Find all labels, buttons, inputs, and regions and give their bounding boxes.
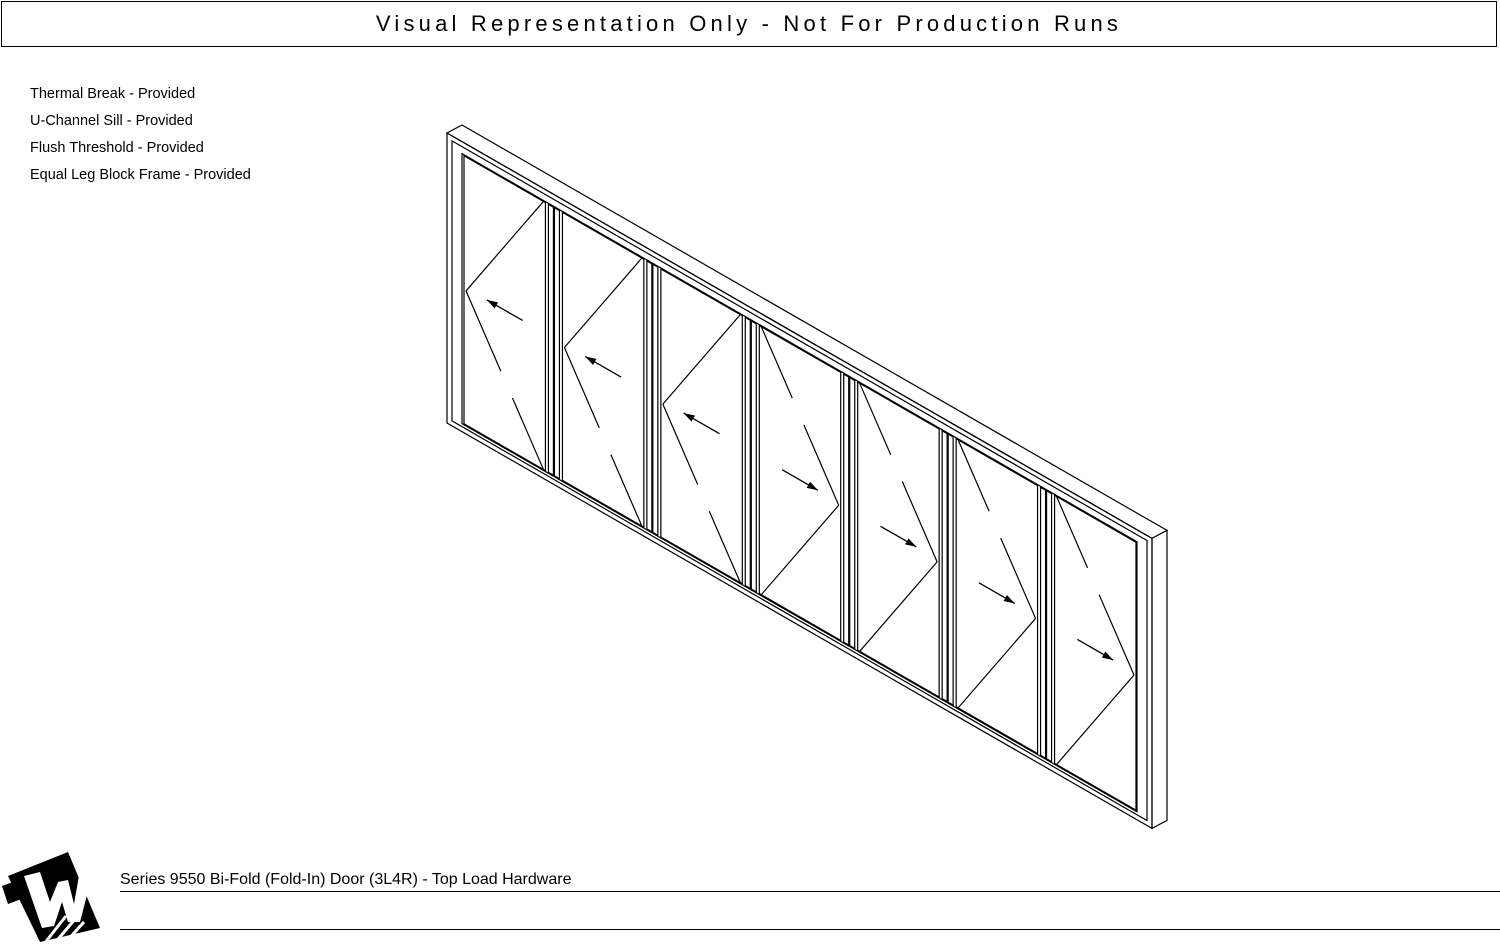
panel-4-hinge-line-a [803, 424, 840, 506]
note-block-frame: Equal Leg Block Frame - Provided [30, 167, 251, 183]
mullion-4-stile-a [843, 373, 850, 647]
panel-2-swing-line [563, 257, 643, 348]
panel-1-hinge-line-a [465, 290, 502, 372]
panel-4-fold-arrow-icon [806, 481, 818, 491]
panel-6-hinge-line-b [957, 439, 990, 512]
panel-3-swing-line [662, 314, 741, 405]
panel-2-fold-arrow-icon [585, 356, 597, 365]
mullion-2-stile-a [646, 259, 653, 533]
panel-3-glass [660, 267, 743, 585]
panel-5-hinge-line-b [859, 383, 892, 455]
panel-2-hinge-line-b [610, 454, 643, 527]
note-thermal-break: Thermal Break - Provided [30, 86, 196, 102]
frame-opening [461, 152, 1138, 813]
company-logo [2, 852, 100, 946]
panel-6-swing-line [957, 618, 1037, 709]
mullion-3-stile-b [750, 319, 757, 593]
panel-1-fold-arrow-icon [486, 299, 499, 309]
frame-right-face [1151, 529, 1168, 830]
note-u-channel-sill: U-Channel Sill - Provided [30, 113, 193, 129]
mullion-2-stile-b [652, 263, 659, 537]
panel-5-glass [857, 381, 940, 699]
panel-3-fold-arrow-icon [683, 413, 695, 422]
panel-1-glass [463, 154, 547, 472]
panel-4-glass [758, 324, 842, 642]
frame-outer-edge [446, 131, 1153, 830]
mullion-5-stile-a [941, 429, 948, 703]
mullion-4-stile-b [849, 376, 856, 650]
mullion-1-stile-b [553, 206, 561, 480]
frame-inner-edge [451, 139, 1148, 822]
panel-4-swing-line [760, 504, 840, 596]
panel-7-hinge-line-a [1098, 594, 1135, 676]
panel-5-hinge-line-a [901, 481, 938, 563]
mullion-5-stile-b [947, 433, 954, 707]
panel-2-hinge-line-a [563, 347, 600, 429]
footer-rule [120, 929, 1500, 930]
panel-1-hinge-line-b [511, 397, 544, 470]
panel-3-hinge-line-a [662, 403, 699, 485]
panel-2-glass [561, 211, 645, 529]
panel-5-swing-line [859, 561, 938, 652]
panel-5-fold-arrow-icon [905, 538, 917, 547]
panel-6-fold-arrow-icon [1003, 594, 1015, 604]
panel-6-glass [955, 437, 1039, 755]
disclaimer-banner: Visual Representation Only - Not For Pro… [1, 1, 1497, 47]
panel-3-hinge-line-b [708, 510, 741, 583]
panel-7-fold-arrow-icon [1101, 651, 1114, 661]
panel-7-hinge-line-b [1056, 496, 1089, 569]
mullion-3-stile-a [744, 316, 751, 590]
title-underline [120, 891, 1500, 892]
panel-7-glass [1053, 494, 1137, 812]
note-flush-threshold: Flush Threshold - Provided [30, 140, 204, 156]
mullion-1-stile-a [547, 203, 555, 477]
panel-6-hinge-line-a [1000, 537, 1037, 619]
drawing-title: Series 9550 Bi-Fold (Fold-In) Door (3L4R… [120, 871, 572, 888]
mullion-6-stile-b [1045, 489, 1053, 763]
mullion-6-stile-a [1039, 486, 1047, 760]
disclaimer-text: Visual Representation Only - Not For Pro… [375, 11, 1123, 36]
panel-1-swing-line [465, 201, 544, 292]
panel-7-swing-line [1056, 674, 1135, 765]
panel-4-hinge-line-b [760, 326, 793, 399]
